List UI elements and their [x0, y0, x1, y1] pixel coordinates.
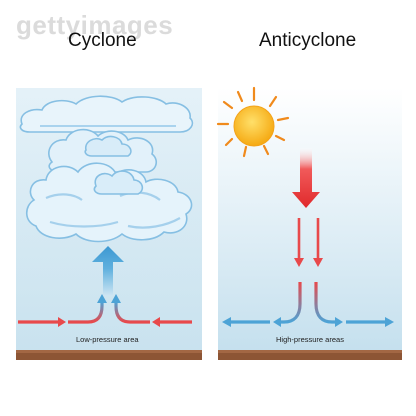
rising-air-arrow: [92, 246, 124, 296]
converging-arrows: [18, 294, 192, 327]
left-ground-top: [16, 350, 202, 353]
diverging-arrows: [222, 282, 394, 327]
watermark: gettyimages: [16, 10, 174, 40]
high-pressure-label: High-pressure areas: [276, 335, 344, 344]
anticyclone-title: Anticyclone: [259, 30, 357, 51]
low-pressure-label: Low-pressure area: [76, 335, 139, 344]
cyclone-title: Cyclone: [68, 30, 137, 51]
sinking-air-arrows: [294, 218, 323, 267]
right-ground-top: [218, 350, 402, 353]
sun-icon: [216, 86, 290, 158]
cloud-icon: [19, 95, 194, 243]
descending-air-arrow: [292, 148, 320, 208]
